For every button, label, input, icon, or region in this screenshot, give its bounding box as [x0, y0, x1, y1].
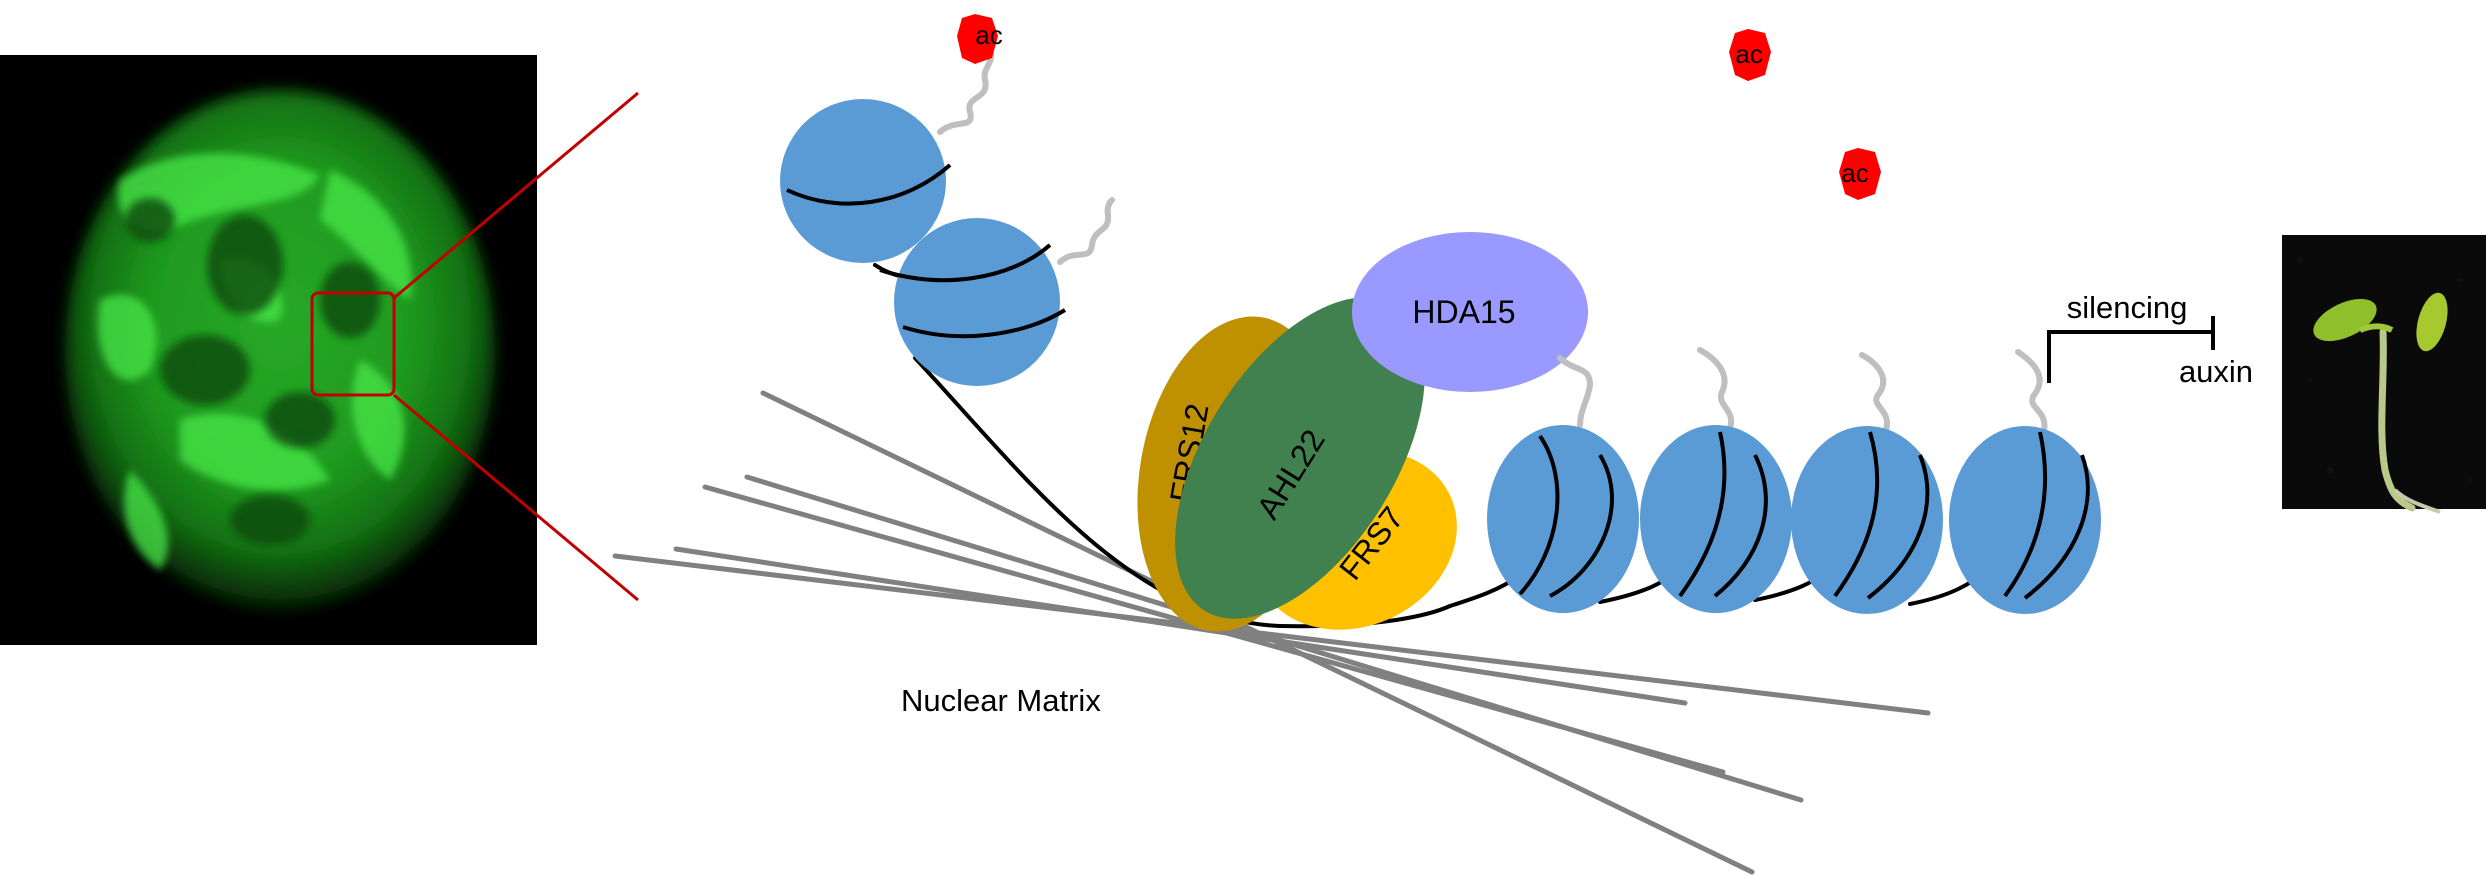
nuclear-matrix-label: Nuclear Matrix — [901, 683, 1101, 718]
nucleosome-closed-4 — [1949, 426, 2101, 614]
seedling-photo — [2282, 235, 2486, 514]
nucleosome-open-2 — [879, 218, 1067, 386]
nucleosome-closed-2 — [1640, 425, 1792, 613]
histone-tails-closed — [1557, 347, 2048, 433]
histone-tails-open — [937, 47, 1115, 265]
nucleus-stain — [65, 90, 495, 610]
nucleosome-open-1 — [780, 99, 952, 263]
seedling-cotyledon-right — [2416, 292, 2448, 352]
nucleus-micrograph — [0, 55, 537, 645]
silencing-label: silencing — [2067, 290, 2188, 325]
silencing-inhibition-arrow — [2047, 316, 2215, 383]
nucleosome-closed-1 — [1487, 425, 1639, 613]
seedling-root — [2393, 488, 2441, 514]
acetyl-group-3: ac — [1839, 148, 1881, 200]
acetyl-group-2: ac — [1729, 29, 1771, 81]
nuclear-matrix-fibers — [612, 390, 1931, 875]
svg-text:ac: ac — [975, 20, 1002, 50]
ahl22-protein: AHL22 — [1175, 297, 1425, 619]
zoom-region-box — [310, 291, 396, 397]
seedling-hypocotyl — [2378, 328, 2416, 512]
zoom-callout-lines — [393, 91, 639, 602]
hda15-protein: HDA15 — [1352, 232, 1588, 392]
svg-text:ac: ac — [1841, 158, 1868, 188]
acetyl-group-1: ac — [957, 14, 1003, 64]
svg-text:ac: ac — [1735, 39, 1762, 69]
svg-text:HDA15: HDA15 — [1412, 294, 1515, 330]
auxin-label: auxin — [2179, 354, 2253, 389]
nucleosome-closed-3 — [1791, 426, 1943, 614]
